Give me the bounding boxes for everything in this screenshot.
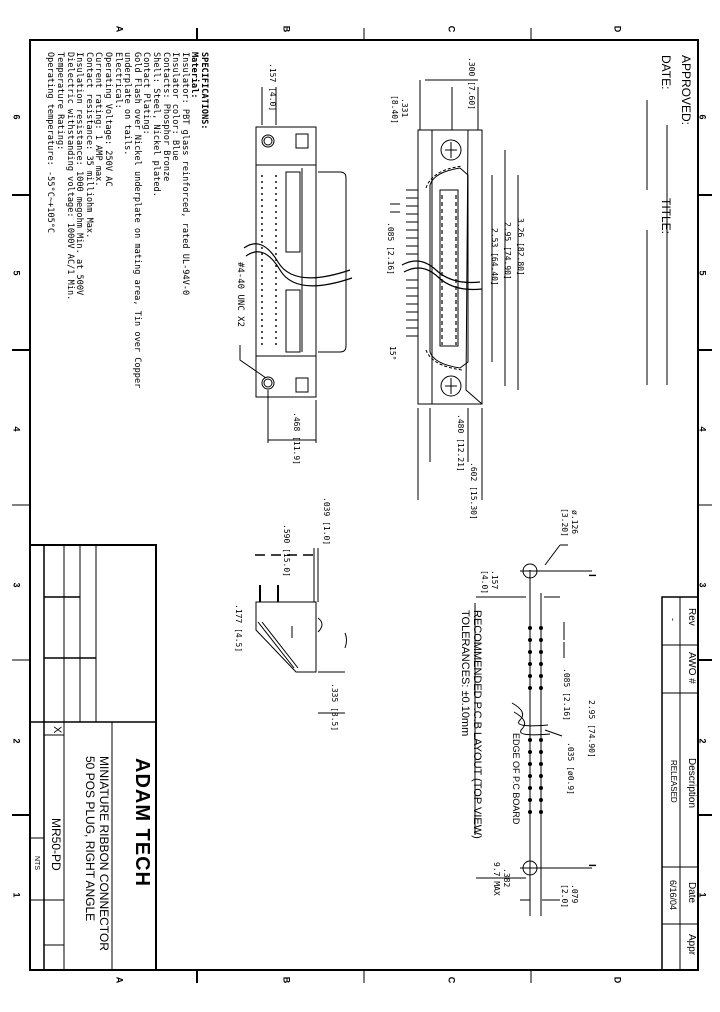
pcb-hole-dia: ø.126 bbox=[570, 510, 579, 535]
zone-number-right-6: 6 bbox=[697, 114, 708, 120]
specifications-block: SPECIFICATIONS: Material: Insulator: PBT… bbox=[45, 52, 210, 389]
dim-331-mm: [8.40] bbox=[390, 95, 399, 124]
date-header: Date bbox=[686, 882, 697, 904]
zone-number-right-3: 3 bbox=[697, 582, 708, 588]
zone-letter-bottom-a: A bbox=[114, 976, 125, 984]
zone-letter-bottom-d: D bbox=[612, 976, 623, 984]
spec-line: Operating Voltage: 250V AC bbox=[103, 52, 114, 187]
zone-number-right-1: 1 bbox=[697, 892, 708, 898]
pcb-dim-079-mm: [2.0] bbox=[560, 884, 569, 909]
pcb-caption-line1: RECOMMENDED P.C.B LAYOUT (TOP VIEW) bbox=[471, 610, 483, 839]
spec-line: Shell: Steel, Nickel plated. bbox=[151, 52, 162, 197]
pcb-dim-295: 2.95 [74.90] bbox=[587, 700, 596, 758]
zone-letter-top-d: D bbox=[612, 25, 623, 33]
front-view-outline bbox=[417, 129, 483, 405]
dim-335: .335 [8.5] bbox=[330, 683, 339, 732]
pcb-edge-label: EDGE OF P.C BOARD bbox=[511, 733, 521, 825]
dim-295: 2.95 [74.90] bbox=[503, 222, 512, 280]
pcb-dim-157: .157 bbox=[490, 570, 499, 590]
pcb-dim-085: .085 [2.16] bbox=[562, 668, 571, 721]
approved-label: APPROVED: bbox=[679, 55, 693, 126]
zone-number-right-5: 5 bbox=[697, 270, 708, 276]
size-mark: X bbox=[51, 726, 63, 734]
zone-number-left-6: 6 bbox=[11, 114, 22, 120]
zone-number-right-2: 2 bbox=[697, 738, 708, 744]
spec-line: Dielectric withstanding voltage: 1000V A… bbox=[64, 52, 75, 301]
pcb-dim-157-mm: [4.0] bbox=[480, 570, 489, 595]
date-label: DATE: bbox=[659, 55, 673, 90]
pcb-dim-382: .382 bbox=[502, 868, 511, 888]
rev-value: - bbox=[668, 618, 678, 621]
dim-468: .468 [11.9] bbox=[292, 412, 301, 465]
specifications-heading: SPECIFICATIONS: bbox=[199, 52, 209, 130]
zone-letter-bottom-b: B bbox=[281, 976, 292, 984]
dim-326: 3.26 [82.80] bbox=[516, 218, 525, 276]
pcb-hole-pattern bbox=[528, 626, 543, 814]
pcb-hole-dia-mm: [3.20] bbox=[560, 508, 569, 537]
appr-header: Appr bbox=[686, 934, 697, 956]
dim-590: .590 [15.0] bbox=[282, 524, 291, 577]
spec-line: Electrical: bbox=[112, 52, 123, 109]
dim-480: .480 [12.21] bbox=[456, 414, 465, 472]
spec-line: Current rating: 1 AMP max. bbox=[93, 52, 104, 187]
spec-line: Insulator: PBT glass reinforced, rated U… bbox=[179, 52, 190, 296]
pcb-datum-lower: I bbox=[586, 864, 597, 867]
description-value: RELEASED bbox=[669, 760, 678, 803]
dim-157: .157 [4.0] bbox=[268, 63, 277, 112]
part-description-line2: 50 POS PLUG, RIGHT ANGLE bbox=[83, 756, 97, 922]
zone-number-left-3: 3 bbox=[11, 582, 22, 588]
zone-number-left-4: 4 bbox=[11, 426, 22, 432]
spec-line: Contact resistance: 35 milliohm Max. bbox=[83, 52, 94, 239]
spec-line: Operating temperature: -55°C~+105°C bbox=[45, 52, 56, 234]
spec-line: Insulation resistance: 1000 megohm Min. … bbox=[74, 52, 85, 296]
zone-number-left-5: 5 bbox=[11, 270, 22, 276]
zone-number-right-4: 4 bbox=[697, 426, 708, 432]
dim-039: .039 [1.0] bbox=[322, 497, 331, 546]
spec-line: Insulator color: Blue bbox=[170, 52, 181, 161]
pcb-dim-382-max: 9.7 MAX bbox=[492, 862, 501, 896]
awo-header: AWO # bbox=[686, 652, 697, 684]
zone-letter-top-a: A bbox=[114, 25, 125, 33]
spec-line: Temperature Rating: bbox=[55, 52, 66, 151]
pcb-dim-079: .079 bbox=[570, 884, 579, 904]
pcb-caption-line2: TOLERANCES: ±0.10mm bbox=[459, 610, 471, 737]
zone-number-left-1: 1 bbox=[11, 892, 22, 898]
dim-253: 2.53 [64.40] bbox=[490, 228, 499, 286]
date-value: 6/16/04 bbox=[668, 880, 678, 911]
company-name: ADAM TECH bbox=[131, 758, 153, 887]
dim-085: .085 [2.16] bbox=[386, 222, 395, 275]
description-header: Description bbox=[686, 758, 697, 809]
dim-602: .602 [15.30] bbox=[469, 462, 478, 520]
spec-line: Contact Plating: bbox=[141, 52, 152, 135]
dim-331-in: .331 bbox=[400, 98, 409, 118]
zone-letter-top-b: B bbox=[281, 25, 292, 33]
zone-letter-top-c: C bbox=[446, 25, 457, 33]
spec-line: Contacts: Phosphor Bronze bbox=[160, 52, 171, 182]
rev-header: Rev bbox=[686, 608, 697, 626]
title-label: TITLE: bbox=[659, 198, 673, 235]
pcb-dim-035: .035 [ø0.9] bbox=[566, 742, 575, 795]
top-view-outline bbox=[255, 126, 347, 398]
pcb-datum-upper: I bbox=[586, 574, 597, 577]
part-description-line1: MINIATURE RIBBON CONNECTOR bbox=[97, 756, 111, 951]
dim-thread: #4-40 UNC X2 bbox=[235, 262, 245, 328]
dim-15-deg: 15° bbox=[388, 346, 397, 361]
zone-letter-bottom-c: C bbox=[446, 976, 457, 984]
dim-300: .300 [7.60] bbox=[467, 57, 476, 110]
spec-line: Gold Flash over Nickel underplate on mat… bbox=[131, 52, 142, 389]
spec-line: underplate on tails. bbox=[122, 52, 133, 156]
dim-177: .177 [4.5] bbox=[234, 604, 243, 653]
scale-value: NTS bbox=[33, 856, 40, 870]
side-view-outline bbox=[255, 585, 323, 673]
zone-number-left-2: 2 bbox=[11, 738, 22, 744]
part-number: MR50-PD bbox=[49, 818, 63, 871]
spec-line: Material: bbox=[189, 52, 200, 99]
